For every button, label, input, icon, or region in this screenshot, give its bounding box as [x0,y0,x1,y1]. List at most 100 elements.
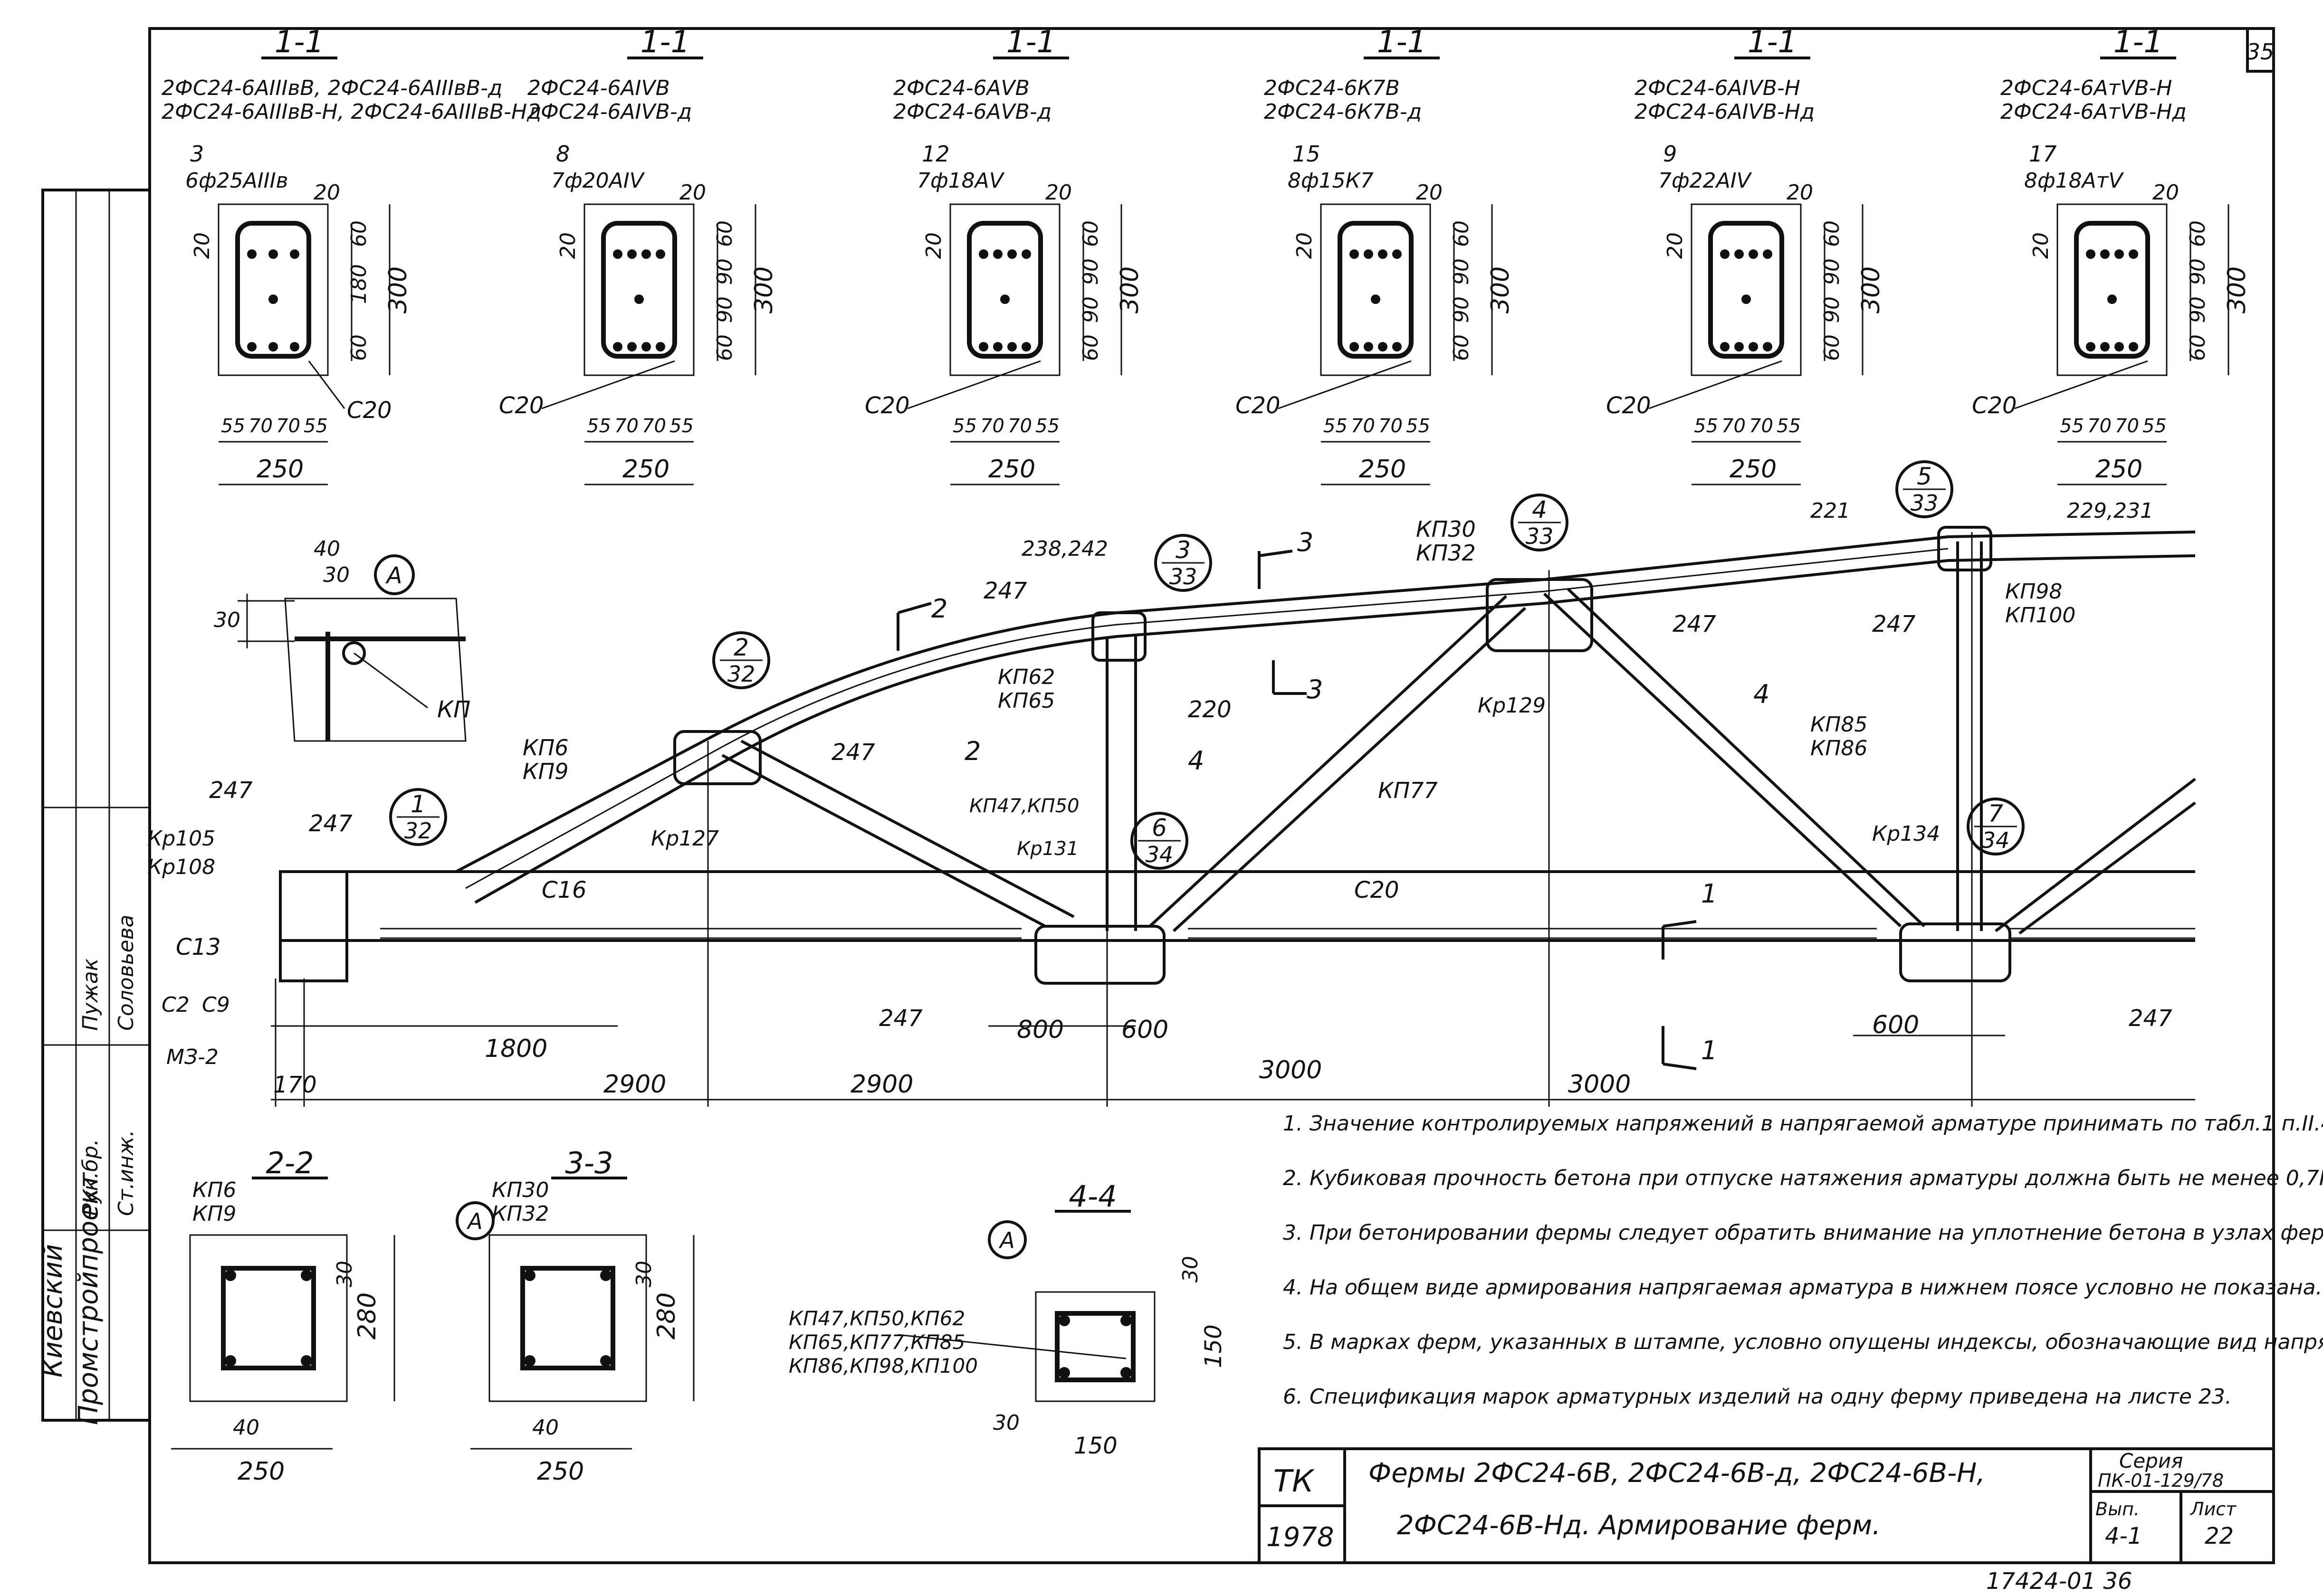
stamp-row-4: Соловьева [114,914,138,1031]
small-cover: 30 [1178,1256,1203,1282]
small-section-title: 3-3 [565,1146,613,1180]
lbl-kr108: Кр108 [147,855,215,879]
section-dim-h: 70 [1008,415,1032,437]
side-stamp: Киевский Промстройпроект Рук.бр. Ст.инж.… [38,189,151,1425]
section-dim-h: 70 [276,415,300,437]
lbl-kp100: КП100 [2005,603,2075,627]
section-dim-h: 70 [1378,415,1403,437]
section-dim-h: 70 [642,415,666,437]
dim-600b: 600 [1872,1011,1919,1039]
section-width: 250 [2095,455,2142,484]
node-callout-3: 333 [1154,534,1212,592]
section-mark-2: 2ФС24-6АIVВ-д [527,100,692,124]
section-dim-v: 60 [2186,220,2210,247]
section-cover: 20 [1416,180,1443,205]
lbl-mz2: МЗ-2 [166,1045,219,1069]
node-callout-4: 433 [1510,494,1568,551]
section-dim-v: 90 [1449,296,1473,323]
cut-3-top: 3 [1297,527,1313,557]
section-pos: 17 [2029,141,2057,167]
section-bars: 8ф15К7 [1288,169,1374,193]
lbl-kp85: КП85 [1810,712,1867,737]
dim-170: 170 [273,1072,317,1098]
node-callout-2: 232 [712,631,770,689]
small-section-title: 2-2 [266,1146,314,1180]
section-title: 1-1 [1006,25,1056,60]
section-4: 1-12ФС24-6К7В2ФС24-6К7В-д158ф15К76090906… [1235,25,1515,485]
section-stirrup: С20 [865,392,910,419]
section-bars: 7ф20АIV [551,169,645,193]
callout-num: 7 [1988,800,2003,827]
tb-year: 1978 [1266,1522,1334,1553]
stamp-row-1: Рук.бр. [78,1139,103,1216]
section-dim-h: 55 [669,415,694,437]
small-width: 250 [238,1457,285,1486]
callout-sheet: 33 [1169,564,1197,589]
section-dim-h: 70 [980,415,1004,437]
section-dim-h: 55 [304,415,328,437]
callout-sheet: 32 [727,661,755,687]
footer-code: 17424-01 36 [1986,1568,2132,1595]
small-sections: 2-2КП6КП925040280303-3КП30КП322504028030… [171,1146,1227,1486]
cut-1-top: 1 [1701,879,1717,909]
section-height: 300 [384,266,412,314]
section-dim-v: 60 [1449,334,1473,361]
section-dim-v: 90 [713,296,737,323]
section-bars: 6ф25АIIIв [185,169,288,193]
section-side: 20 [1292,232,1317,259]
section-height: 300 [1857,266,1885,314]
section-bars: 8ф18АтV [2024,169,2124,193]
section-dim-v: 60 [1079,334,1103,361]
small-bar-2: КП9 [192,1202,236,1226]
stamp-row-2: Ст.инж. [114,1130,138,1216]
section-mark-2: 2ФС24-6К7В-д [1264,100,1422,124]
lbl-c9: С9 [202,993,230,1017]
section-dim-v: 90 [2186,296,2210,323]
section-5: 1-12ФС24-6АIVВ-Н2ФС24-6АIVВ-Нд97ф22АIV60… [1606,25,1885,485]
section-dim-h: 55 [1323,415,1348,437]
section-dim-v: 90 [1079,258,1103,285]
small-side: 30 [993,1411,1020,1435]
section-dim-h: 55 [1777,415,1801,437]
section-dim-h: 70 [1351,415,1375,437]
section-dim-h: 70 [1749,415,1773,437]
section-bars: 7ф18АV [917,169,1005,193]
section-pos: 9 [1663,141,1677,167]
section-side: 20 [922,232,946,259]
section-dim-v: 90 [1079,296,1103,323]
small-cover: 30 [632,1261,656,1287]
stamp-row-3: Пужак [78,958,103,1031]
callout-num: 6 [1152,814,1167,842]
general-notes: 1. Значение контролируемых напряжений в … [1283,1112,2323,1409]
section-dim-h: 55 [587,415,611,437]
callout-num: 1 [411,790,426,818]
small-bar-2: КП65,КП77,КП85 [789,1330,965,1354]
section-cover: 20 [1787,180,1813,205]
tb-list: 22 [2205,1523,2234,1549]
dim-1800: 1800 [485,1035,547,1063]
note-5: 5. В марках ферм, указанных в штампе, ус… [1283,1330,2323,1354]
dim-2900a: 2900 [603,1070,666,1099]
section-width: 250 [1359,455,1406,484]
cut-4-b: 4 [1188,746,1204,776]
top-chord [455,531,2196,904]
lbl-c2: С2 [162,993,190,1017]
lbl-247-h: 247 [2129,1005,2172,1032]
callout-num: 3 [1176,536,1191,564]
node-callout-6: 634 [1130,812,1188,870]
small-side: 40 [233,1416,259,1440]
note-3: 3. При бетонировании фермы следует обрат… [1283,1221,2323,1245]
small-bar-3: КП86,КП98,КП100 [789,1354,978,1378]
section-mark-1: 2ФС24-6К7В [1264,76,1400,100]
section-cover: 20 [314,180,340,205]
dim-800: 800 [1017,1016,1064,1044]
section-dim-h: 55 [1035,415,1060,437]
section-bars: 7ф22АIV [1658,169,1752,193]
section-dim-v: 60 [713,220,737,247]
section-mark-2: 2ФС24-6АIVВ-Нд [1635,100,1815,124]
lbl-kr129: Кр129 [1478,694,1546,718]
sheet-number: 35 [2247,39,2275,65]
section-dim-h: 55 [1694,415,1718,437]
section-dim-v: 60 [713,334,737,361]
